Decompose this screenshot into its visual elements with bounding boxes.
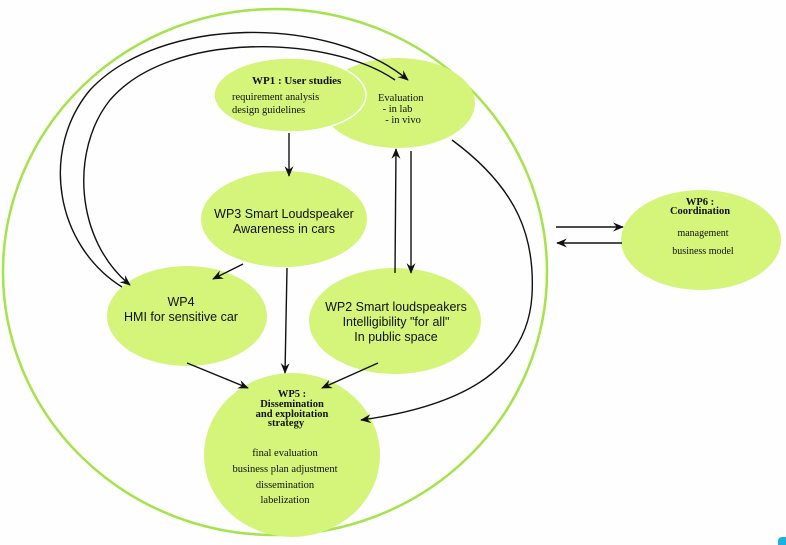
wp2-node[interactable] (309, 268, 481, 374)
evaluation-line: - in lab (380, 104, 412, 115)
wp5-title: and exploitation (256, 409, 329, 420)
wp5-line: final evaluation (252, 448, 318, 459)
wp5-title: strategy (268, 418, 305, 429)
edge-wp2-to-evaluation (391, 148, 401, 274)
wp4-line: WP4 (167, 295, 194, 309)
wp4-line: HMI for sensitive car (124, 310, 238, 324)
wp2-line: In public space (354, 330, 437, 344)
edge-wp4-to-wp5 (186, 362, 249, 389)
wp1-title: WP1 : User studies (252, 75, 342, 87)
wp5-line: labelization (261, 495, 311, 506)
edge-wp4-to-evaluation (59, 31, 409, 288)
wp6-title: Coordination (670, 206, 730, 217)
wp5-title: Dissemination (260, 399, 324, 410)
evaluation-title: Evaluation (378, 93, 424, 104)
wp6-line: business model (672, 246, 734, 257)
wp2-line: Intelligibility "for all" (343, 315, 450, 329)
wp5-title: WP5 : (278, 389, 306, 400)
wp4-node[interactable] (107, 266, 267, 366)
edge-evaluation-to-wp5 (360, 139, 534, 424)
wp2-line: WP2 Smart loudspeakers (325, 300, 467, 314)
edge-evaluation-to-wp4 (83, 45, 396, 286)
wp5-node[interactable] (204, 373, 380, 537)
wp1-node[interactable] (213, 57, 367, 133)
wp1-line: requirement analysis (232, 92, 319, 103)
wp6-node[interactable] (621, 190, 781, 290)
wp3-line: WP3 Smart Loudspeaker (214, 207, 354, 221)
wp5-line: business plan adjustment (233, 464, 338, 475)
edge-wp2-to-wp5 (321, 362, 379, 389)
edge-wp3-to-wp5 (280, 267, 290, 374)
corner-widget-icon[interactable] (778, 537, 786, 545)
wp6-title: WP6 : (686, 197, 714, 208)
wp5-line: dissemination (256, 480, 315, 491)
edge-wp3-to-wp4 (212, 263, 244, 280)
wp3-line: Awareness in cars (233, 222, 335, 236)
wp1-line: design guidelines (232, 105, 305, 116)
wp6-line: management (677, 228, 728, 239)
evaluation-line: - in vivo (380, 115, 421, 126)
wp3-node[interactable] (201, 171, 367, 267)
